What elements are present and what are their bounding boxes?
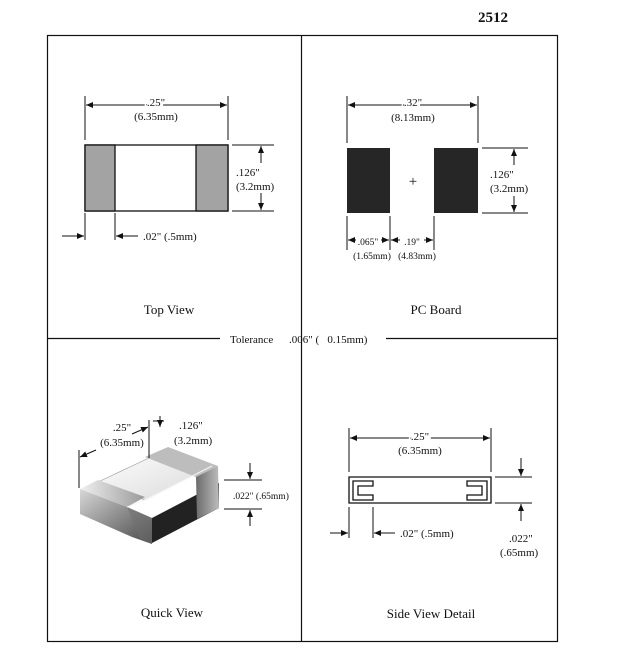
side-view-thickness-dimension (495, 458, 532, 521)
pc-board-gap-mm: (4.83mm) (398, 251, 436, 262)
top-view-panel: .25" (6.35mm) .126" (3.2mm) .02" (.5mm) … (62, 94, 275, 317)
pc-board-pad-in: .065" (358, 238, 379, 248)
quick-view-thickness-dimension (224, 463, 262, 526)
quick-view-title: Quick View (141, 605, 204, 620)
side-view-thickness-mm: (.65mm) (500, 547, 539, 559)
top-view-width-dimension (84, 96, 229, 140)
side-view-width-mm: (6.35mm) (398, 445, 442, 457)
side-view-panel: .25" (6.35mm) .02" (.5mm) .022" (.65mm) … (330, 428, 539, 621)
left-pad (347, 148, 390, 213)
pc-board-pad-dimension (346, 216, 435, 250)
part-code: 2512 (478, 10, 508, 26)
tolerance-note: Tolerance .006" ( 0.15mm) (230, 334, 368, 346)
top-view-terminal-label: .02" (.5mm) (143, 231, 197, 243)
pc-board-pad-mm: (1.65mm) (353, 251, 391, 262)
right-terminal (195, 144, 229, 212)
pc-board-height-mm: (3.2mm) (490, 183, 529, 195)
quick-view-width-in: .126" (179, 420, 203, 432)
pc-board-height-in: .126" (490, 169, 514, 181)
side-view-terminal-dimension (330, 507, 395, 538)
top-view-title: Top View (144, 302, 195, 317)
right-pad (434, 148, 478, 213)
pc-board-height-dimension (482, 147, 528, 214)
pc-board-title: PC Board (411, 302, 462, 317)
top-view-terminal-dimension (62, 213, 138, 240)
top-view-height-dimension (232, 144, 274, 212)
quick-view-width-mm: (3.2mm) (174, 435, 213, 447)
quick-view-panel: .25" (6.35mm) .126" (3.2mm) .022" (.65mm… (78, 416, 289, 620)
top-view-height-in: .126" (236, 167, 260, 179)
side-view-thickness-in: .022" (509, 533, 533, 545)
pc-board-width-in: .32" (404, 97, 422, 109)
side-view-profile (348, 476, 492, 504)
center-mark: + (409, 174, 417, 190)
pc-board-panel: + .32" (8.13mm) .126" (3.2mm) .065" (1.6… (346, 94, 529, 317)
top-view-resistor (84, 144, 229, 212)
side-view-title: Side View Detail (387, 606, 476, 621)
pc-board-gap-in: .19" (404, 238, 420, 248)
side-view-width-in: .25" (411, 431, 429, 443)
top-view-height-mm: (3.2mm) (236, 181, 275, 193)
tolerance-label: Tolerance (230, 334, 273, 346)
quick-view-thickness-label: .022" (.65mm) (233, 491, 289, 502)
left-terminal (84, 144, 116, 212)
pc-board-width-dimension (346, 96, 479, 143)
quick-view-length-dimension (78, 420, 150, 488)
quick-view-length-mm: (6.35mm) (100, 437, 144, 449)
quick-view-length-in: .25" (113, 422, 131, 434)
drawing-frame (46, 34, 559, 643)
side-view-width-dimension (348, 428, 492, 472)
tolerance-value: .006" ( 0.15mm) (289, 334, 368, 346)
top-view-width-mm: (6.35mm) (134, 111, 178, 123)
quick-view-width-dimension (153, 416, 164, 427)
top-view-width-in: .25" (147, 97, 165, 109)
pc-board-width-mm: (8.13mm) (391, 112, 435, 124)
side-view-terminal-label: .02" (.5mm) (400, 528, 454, 540)
chip-3d-illustration (80, 447, 219, 544)
